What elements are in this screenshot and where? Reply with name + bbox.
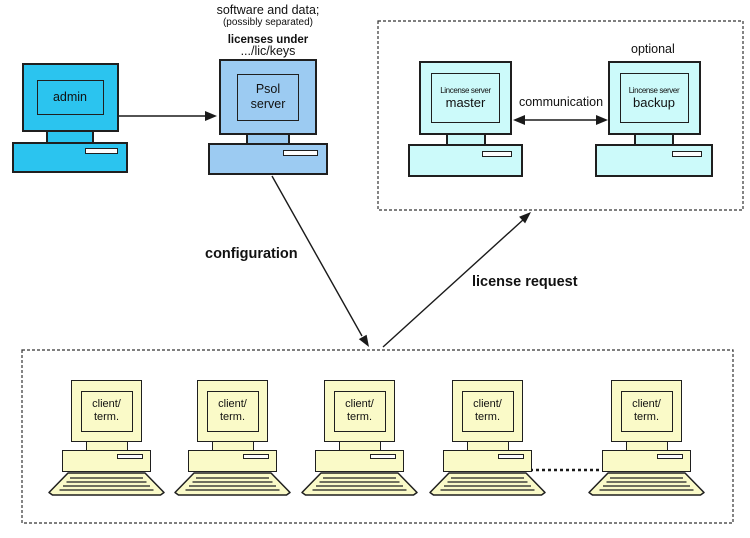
note-line-3: licenses under [227,34,309,46]
backup-label-line2: backup [633,95,675,111]
client-2-label-line2: term. [219,411,246,423]
client-3-monitor-stand [338,442,381,450]
client-terminal-4: client/ term. [429,380,546,496]
admin-base-unit [12,142,128,173]
client-3-monitor: client/ term. [324,380,395,442]
backup-screen: Lincense server backup [619,73,689,123]
client-1-monitor: client/ term. [71,380,142,442]
client-1-drive-slot [117,454,143,459]
communication-label: communication [518,95,604,109]
client-1-base-unit [62,450,151,472]
psol-label-line1: Psol [255,82,281,97]
client-3-label-line2: term. [346,411,373,423]
master-base-unit [408,144,523,177]
client-2-drive-slot [243,454,269,459]
client-2-base-unit [188,450,277,472]
client-5-monitor: client/ term. [611,380,682,442]
psol-server-computer: Psol server [208,59,328,175]
psol-screen: Psol server [237,73,299,121]
client-4-drive-slot [498,454,524,459]
license-request-label: license request [472,274,578,290]
admin-drive-slot [85,148,118,154]
client-3-label-line1: client/ [345,398,374,411]
backup-base-unit [595,144,713,177]
client-2-screen: client/ term. [206,390,259,432]
software-data-note: software and data; (possibly separated) … [178,3,358,58]
client-4-label-line1: client/ [473,398,502,411]
communication-arrow [513,115,608,125]
client-terminal-1: client/ term. [48,380,165,496]
note-line-1: software and data; [216,3,320,17]
client-4-monitor-stand [466,442,509,450]
master-label-line2: master [445,95,486,111]
psol-base-unit [208,143,328,175]
client-2-label-line1: client/ [218,398,247,411]
note-line-2: (possibly separated) [222,17,314,28]
client-1-screen: client/ term. [80,390,133,432]
admin-computer: admin [12,63,128,173]
client-3-keyboard [301,472,418,496]
optional-label: optional [631,42,675,56]
master-drive-slot [482,151,512,157]
client-5-keyboard [588,472,705,496]
client-terminal-2: client/ term. [174,380,291,496]
client-1-label-line1: client/ [92,398,121,411]
client-5-base-unit [602,450,691,472]
client-2-monitor-stand [211,442,254,450]
client-1-keyboard [48,472,165,496]
client-terminal-5: client/ term. [588,380,705,496]
client-4-screen: client/ term. [461,390,514,432]
client-5-label-line2: term. [633,411,660,423]
note-line-4: .../lic/keys [240,44,296,58]
configuration-label: configuration [205,246,298,262]
admin-to-psol-arrow [118,111,217,121]
client-4-base-unit [443,450,532,472]
client-5-monitor-stand [625,442,668,450]
client-3-base-unit [315,450,404,472]
admin-monitor-stand [46,132,94,142]
license-request-arrow [382,212,531,348]
license-server-backup-computer: Lincense server backup [595,61,713,177]
master-screen: Lincense server master [431,73,500,123]
backup-drive-slot [672,151,702,157]
client-1-monitor-stand [85,442,128,450]
psol-monitor: Psol server [219,59,317,135]
backup-monitor-stand [634,135,674,144]
client-5-screen: client/ term. [620,390,673,432]
master-monitor-stand [445,135,486,144]
client-2-monitor: client/ term. [197,380,268,442]
master-label-line1: Lincense server [440,85,491,95]
master-monitor: Lincense server master [419,61,512,135]
client-3-drive-slot [370,454,396,459]
client-4-keyboard [429,472,546,496]
client-4-monitor: client/ term. [452,380,523,442]
admin-monitor: admin [21,63,119,132]
license-server-master-computer: Lincense server master [408,61,523,177]
psol-drive-slot [283,150,318,156]
psol-label-line2: server [250,97,286,111]
backup-monitor: Lincense server backup [607,61,701,135]
client-terminal-3: client/ term. [301,380,418,496]
client-2-keyboard [174,472,291,496]
client-3-screen: client/ term. [333,390,386,432]
client-1-label-line2: term. [93,411,120,423]
admin-label: admin [52,90,88,105]
client-4-label-line2: term. [474,411,501,423]
client-5-label-line1: client/ [632,398,661,411]
configuration-arrow [271,175,369,347]
license-servers-group-box [377,20,744,211]
admin-screen: admin [36,80,104,115]
clients-group-box [21,349,734,524]
backup-label-line1: Lincense server [628,85,680,95]
psol-monitor-stand [246,135,290,143]
client-5-drive-slot [657,454,683,459]
